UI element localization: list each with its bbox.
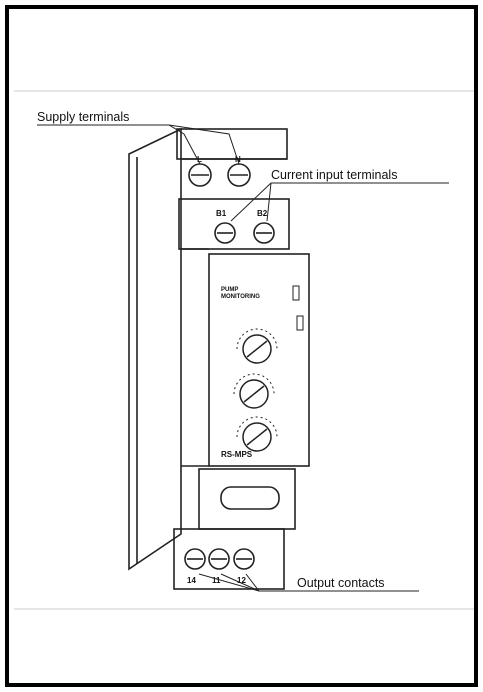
diagram-frame: L N B1 B2 PUMP MONITORING RS-MPS 14 11 1… — [5, 5, 478, 687]
terminal-label-12: 12 — [237, 576, 246, 585]
release-slot — [220, 486, 280, 510]
panel-title-line2: MONITORING — [221, 294, 260, 300]
terminal-label-b1: B1 — [216, 209, 227, 218]
dial-scale-ticks — [233, 328, 278, 438]
model-label: RS-MPS — [221, 450, 253, 459]
terminal-label-l: L — [197, 155, 202, 164]
panel-title-line1: PUMP — [221, 287, 238, 293]
supply-leader-line — [37, 124, 201, 165]
status-led-1 — [292, 285, 300, 301]
current-input-terminal-screws — [214, 222, 275, 244]
supply-leader-line-2 — [168, 124, 240, 165]
terminal-label-b2: B2 — [257, 209, 268, 218]
output-terminal-screws — [184, 548, 255, 570]
supply-terminals-label: Supply terminals — [37, 110, 129, 124]
status-led-2 — [296, 315, 304, 331]
supply-terminal-screws — [188, 163, 251, 187]
output-leader-line-2 — [220, 573, 260, 592]
terminal-label-11: 11 — [212, 576, 221, 585]
output-leader-line-3 — [245, 573, 260, 592]
current-leader-line-1 — [230, 182, 272, 222]
output-contacts-label: Output contacts — [297, 576, 385, 590]
dial-knobs — [239, 334, 272, 452]
relay-diagram: L N B1 B2 PUMP MONITORING RS-MPS 14 11 1… — [14, 90, 474, 610]
current-leader-line-2 — [266, 182, 272, 222]
current-input-terminals-label: Current input terminals — [271, 168, 397, 182]
relay-body — [128, 127, 310, 590]
terminal-label-14: 14 — [187, 576, 196, 585]
